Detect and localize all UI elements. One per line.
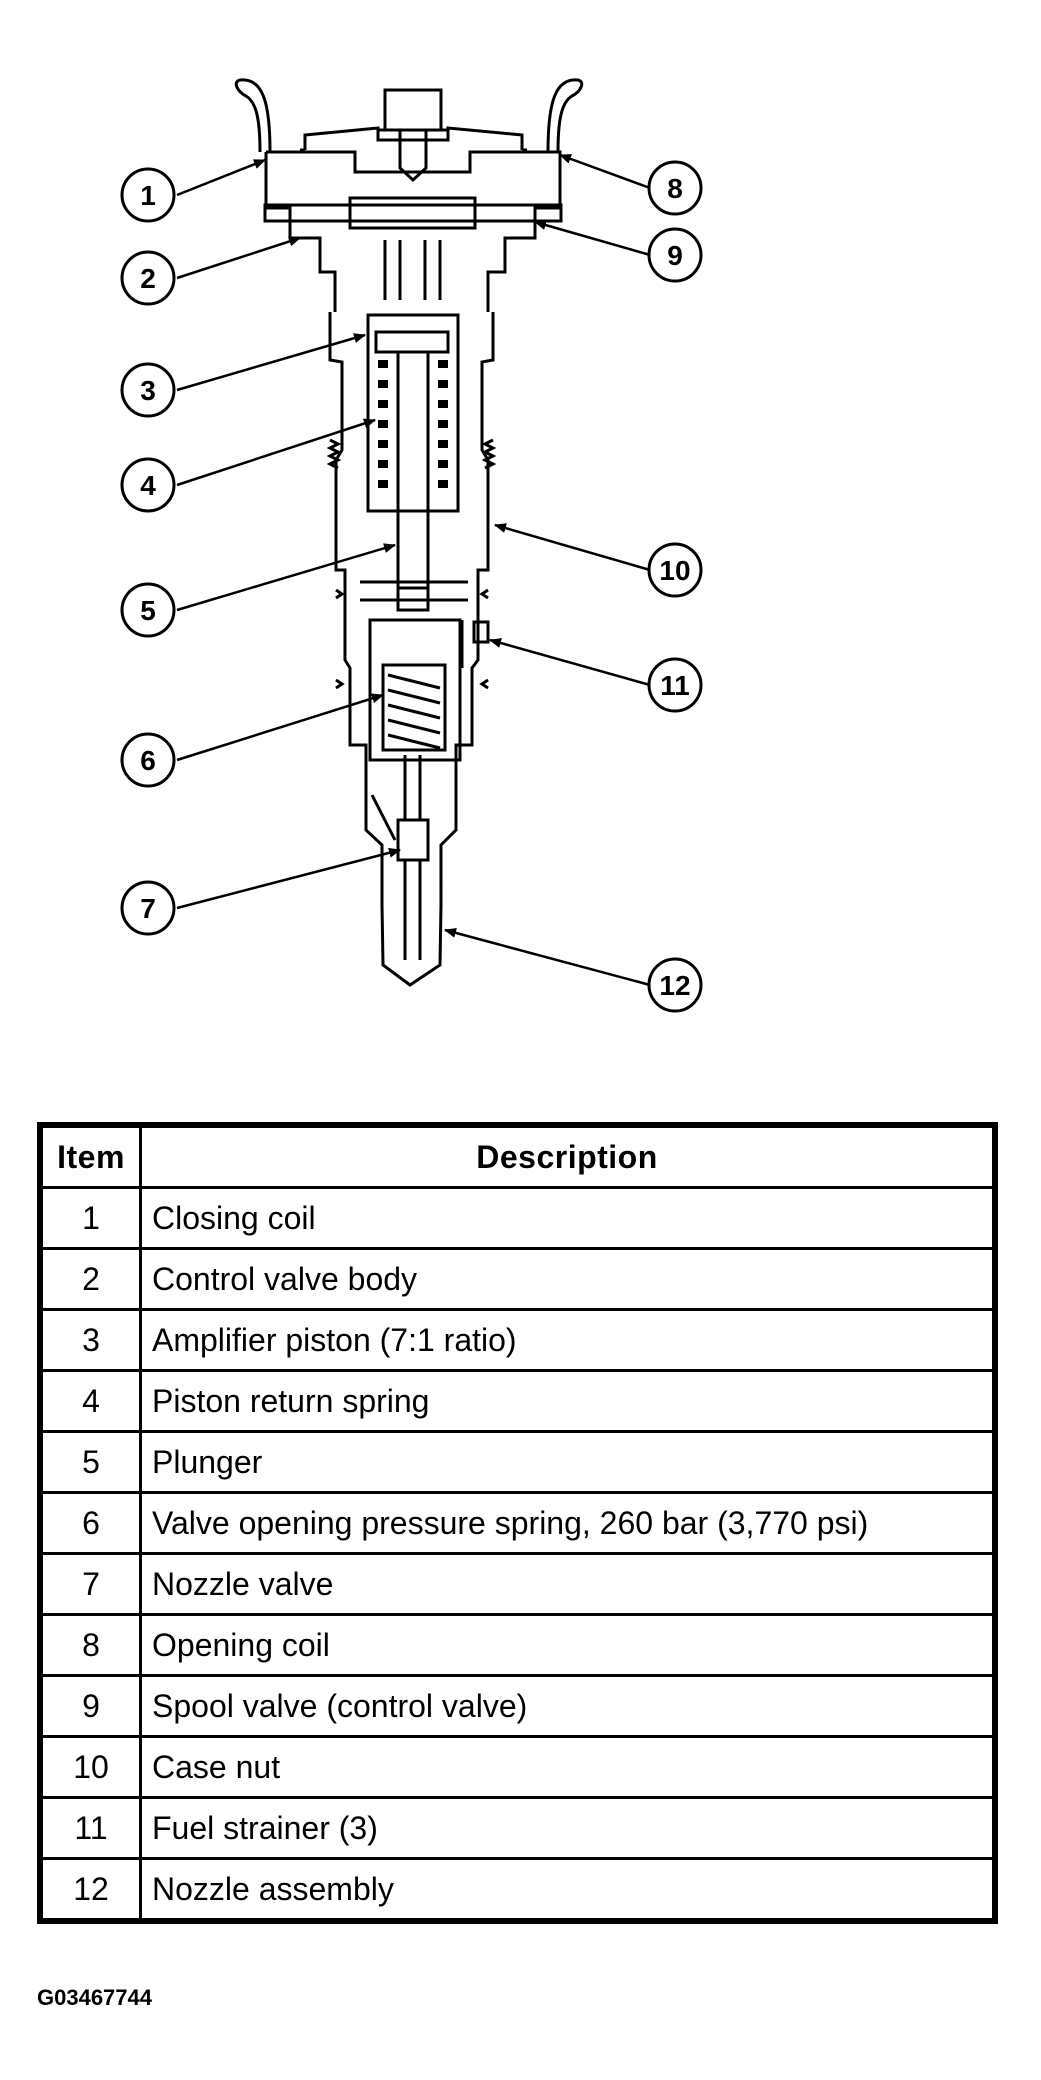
svg-text:6: 6	[140, 745, 156, 776]
header-item: Item	[38, 1123, 142, 1189]
return-spring	[378, 360, 448, 488]
callout-1: 1	[120, 167, 176, 223]
item-description: Opening coil	[139, 1613, 997, 1677]
leader-3	[176, 333, 366, 392]
callout-11: 11	[647, 657, 703, 713]
leader-1	[176, 158, 266, 197]
item-number: 4	[38, 1369, 142, 1433]
leader-9	[534, 220, 651, 257]
callout-2: 2	[120, 250, 176, 306]
svg-text:9: 9	[667, 240, 683, 271]
item-description: Amplifier piston (7:1 ratio)	[139, 1308, 997, 1372]
item-number: 8	[38, 1613, 142, 1677]
leader-7	[176, 847, 401, 910]
svg-text:3: 3	[140, 375, 156, 406]
item-number: 12	[38, 1857, 142, 1923]
item-description: Case nut	[139, 1735, 997, 1799]
leader-12	[444, 928, 651, 987]
callout-12: 12	[647, 957, 703, 1013]
item-number: 7	[38, 1552, 142, 1616]
figure-code: G03467744	[37, 1985, 152, 2010]
header-description: Description	[139, 1123, 997, 1189]
item-number: 1	[38, 1186, 142, 1250]
leader-10	[494, 523, 651, 572]
leader-lines	[176, 153, 651, 987]
svg-text:2: 2	[140, 263, 156, 294]
item-description: Control valve body	[139, 1247, 997, 1311]
item-number: 10	[38, 1735, 142, 1799]
item-description: Piston return spring	[139, 1369, 997, 1433]
leader-5	[176, 543, 396, 612]
callout-10: 10	[647, 542, 703, 598]
callout-3: 3	[120, 362, 176, 418]
svg-text:5: 5	[140, 595, 156, 626]
leader-2	[176, 236, 301, 280]
injector-body	[234, 78, 584, 987]
item-number: 6	[38, 1491, 142, 1555]
injector-diagram: 1 2 3 4 5 6 7 8 9 10 11 12	[120, 78, 703, 1013]
pressure-spring	[387, 673, 441, 750]
svg-text:4: 4	[140, 470, 156, 501]
svg-text:11: 11	[660, 670, 690, 701]
item-number: 11	[38, 1796, 142, 1860]
item-number: 9	[38, 1674, 142, 1738]
leader-11	[489, 638, 651, 687]
leader-6	[176, 693, 384, 762]
table-header-row: Item Description	[38, 1123, 997, 1189]
callout-6: 6	[120, 732, 176, 788]
leader-4	[176, 418, 376, 487]
item-description: Nozzle valve	[139, 1552, 997, 1616]
callout-7: 7	[120, 880, 176, 936]
item-description: Spool valve (control valve)	[139, 1674, 997, 1738]
callout-9: 9	[647, 227, 703, 283]
item-description: Valve opening pressure spring, 260 bar (…	[139, 1491, 997, 1555]
item-number: 5	[38, 1430, 142, 1494]
svg-text:12: 12	[659, 970, 690, 1001]
callout-4: 4	[120, 457, 176, 513]
svg-text:7: 7	[140, 893, 156, 924]
item-number: 3	[38, 1308, 142, 1372]
svg-text:10: 10	[659, 555, 690, 586]
item-description: Plunger	[139, 1430, 997, 1494]
callout-5: 5	[120, 582, 176, 638]
callout-8: 8	[647, 160, 703, 216]
svg-text:8: 8	[667, 173, 683, 204]
callouts: 1 2 3 4 5 6 7 8 9 10 11 12	[120, 160, 703, 1013]
item-description: Closing coil	[139, 1186, 997, 1250]
item-number: 2	[38, 1247, 142, 1311]
item-description: Nozzle assembly	[139, 1857, 997, 1923]
item-description: Fuel strainer (3)	[139, 1796, 997, 1860]
svg-text:1: 1	[140, 180, 156, 211]
leader-8	[559, 153, 651, 190]
